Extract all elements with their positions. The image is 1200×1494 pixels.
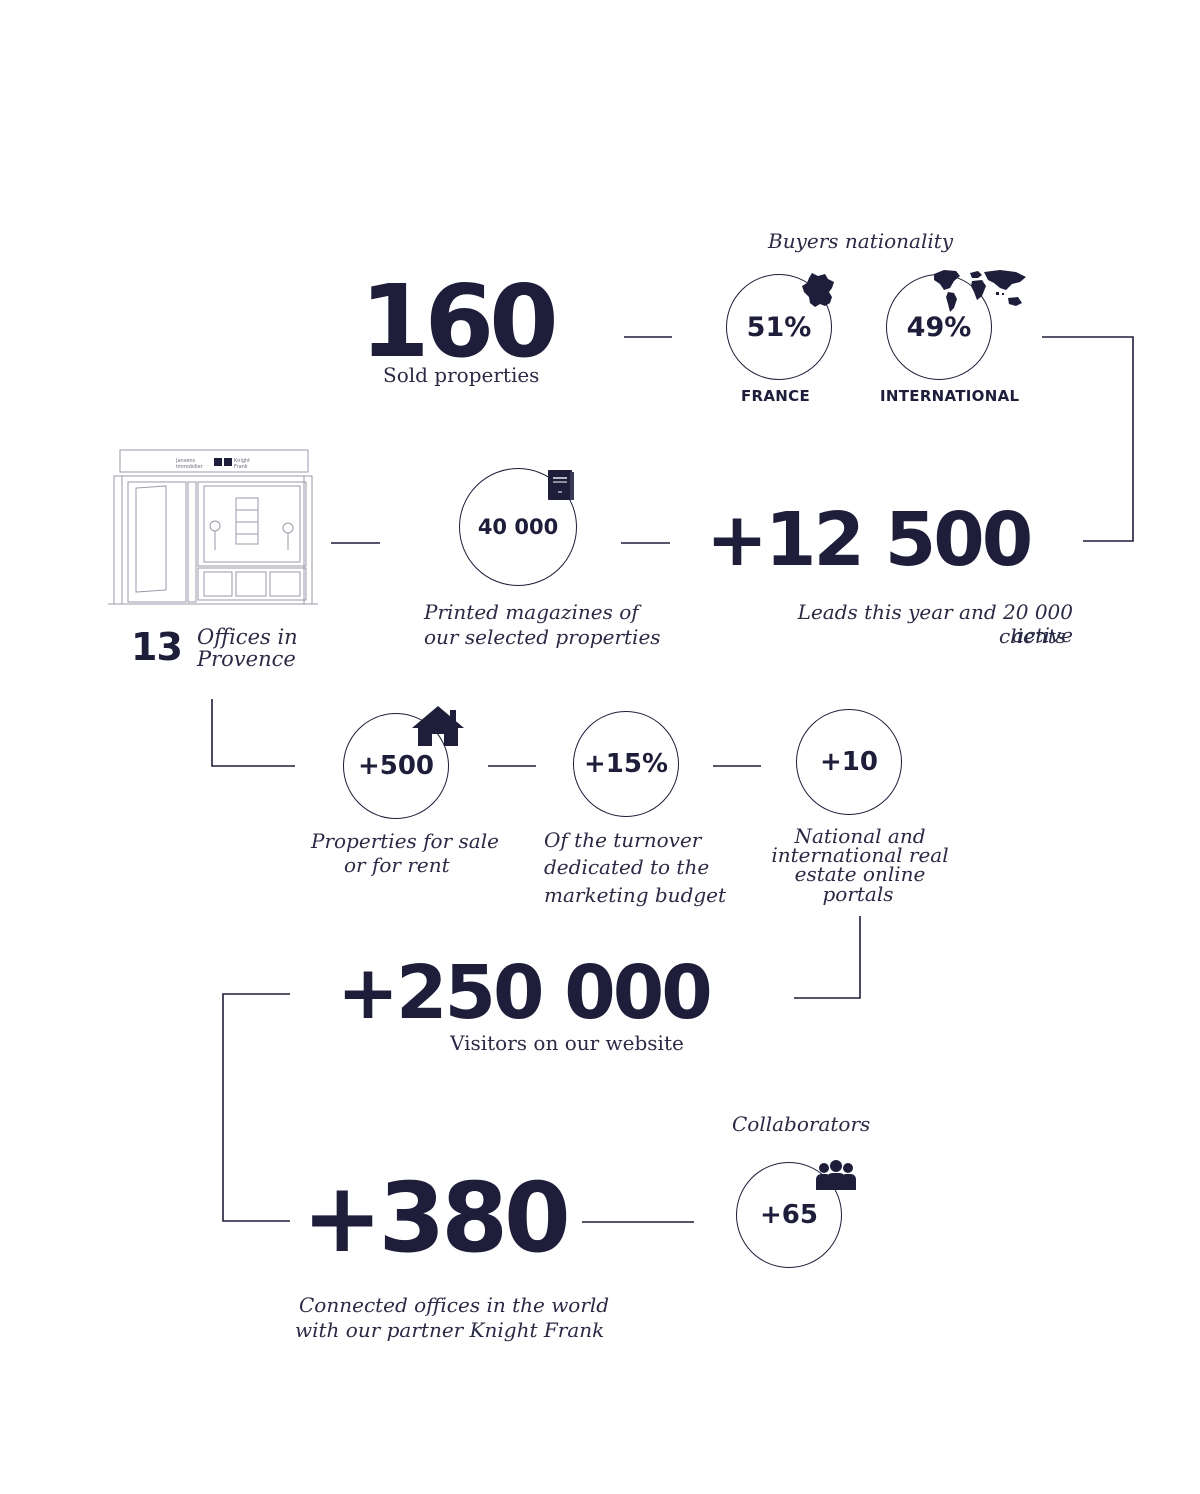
sold-value: 160 — [360, 263, 559, 380]
connected-label-line1: Connected offices in the world — [299, 1293, 610, 1317]
portals-label-line2: international real — [771, 843, 949, 867]
properties-label-line2: or for rent — [344, 853, 450, 877]
portals-label-line3: estate online — [794, 862, 926, 886]
sold-label: Sold properties — [383, 363, 540, 387]
connector-portals-visitors — [794, 916, 861, 999]
magazines-label-line2: our selected properties — [424, 625, 661, 649]
turnover-label-line2: dedicated to the — [544, 855, 710, 879]
leads-label-line2: clients — [998, 624, 1066, 648]
france-value: 51% — [746, 311, 812, 343]
leads-value: +12 500 — [706, 497, 1033, 583]
international-value: 49% — [906, 311, 972, 343]
offices-value: 13 — [131, 625, 183, 669]
magazines-circle: 40 000 — [459, 468, 577, 586]
people-icon — [816, 1160, 856, 1190]
offices-label-line1: Offices in — [197, 625, 298, 649]
magazine-icon — [548, 470, 574, 500]
france-circle: 51% — [726, 274, 832, 380]
visitors-value: +250 000 — [337, 950, 713, 1036]
connected-value: +380 — [302, 1162, 571, 1274]
storefront-sign-right: Knight Frank — [234, 458, 251, 470]
collaborators-title: Collaborators — [732, 1112, 871, 1136]
properties-circle: +500 — [343, 713, 449, 819]
storefront-sign-left: Jansens immobilier — [176, 458, 203, 470]
house-icon — [412, 706, 464, 746]
portals-value: +10 — [820, 747, 878, 777]
international-circle: 49% — [886, 274, 992, 380]
turnover-label-line3: marketing budget — [544, 883, 727, 907]
buyers-title: Buyers nationality — [768, 229, 954, 253]
france-map-icon — [802, 273, 834, 307]
storefront-illustration — [108, 449, 318, 605]
connector-offices-properties — [211, 699, 295, 767]
visitors-label: Visitors on our website — [450, 1031, 684, 1055]
portals-label-line1: National and — [794, 824, 926, 848]
portals-circle: +10 — [796, 709, 902, 815]
france-label: FRANCE — [741, 387, 811, 405]
connector-international-leads — [1042, 336, 1134, 542]
turnover-label-line1: Of the turnover — [544, 828, 702, 852]
collaborators-value: +65 — [760, 1200, 818, 1230]
turnover-circle: +15% — [573, 711, 679, 817]
connected-label-line2: with our partner Knight Frank — [295, 1318, 605, 1342]
magazines-value: 40 000 — [477, 515, 559, 539]
international-label: INTERNATIONAL — [880, 387, 1020, 405]
turnover-value: +15% — [583, 749, 669, 779]
world-map-icon — [934, 270, 1026, 312]
properties-label-line1: Properties for sale — [311, 829, 499, 853]
magazines-label-line1: Printed magazines of — [424, 600, 639, 624]
collaborators-circle: +65 — [736, 1162, 842, 1268]
connector-visitors-connected — [222, 993, 290, 1222]
leads-label-line1: Leads this year and 20 000 active — [797, 600, 1073, 647]
offices-label-line2: Provence — [197, 647, 296, 671]
properties-value: +500 — [357, 751, 435, 781]
portals-label-line4: portals — [822, 882, 894, 906]
